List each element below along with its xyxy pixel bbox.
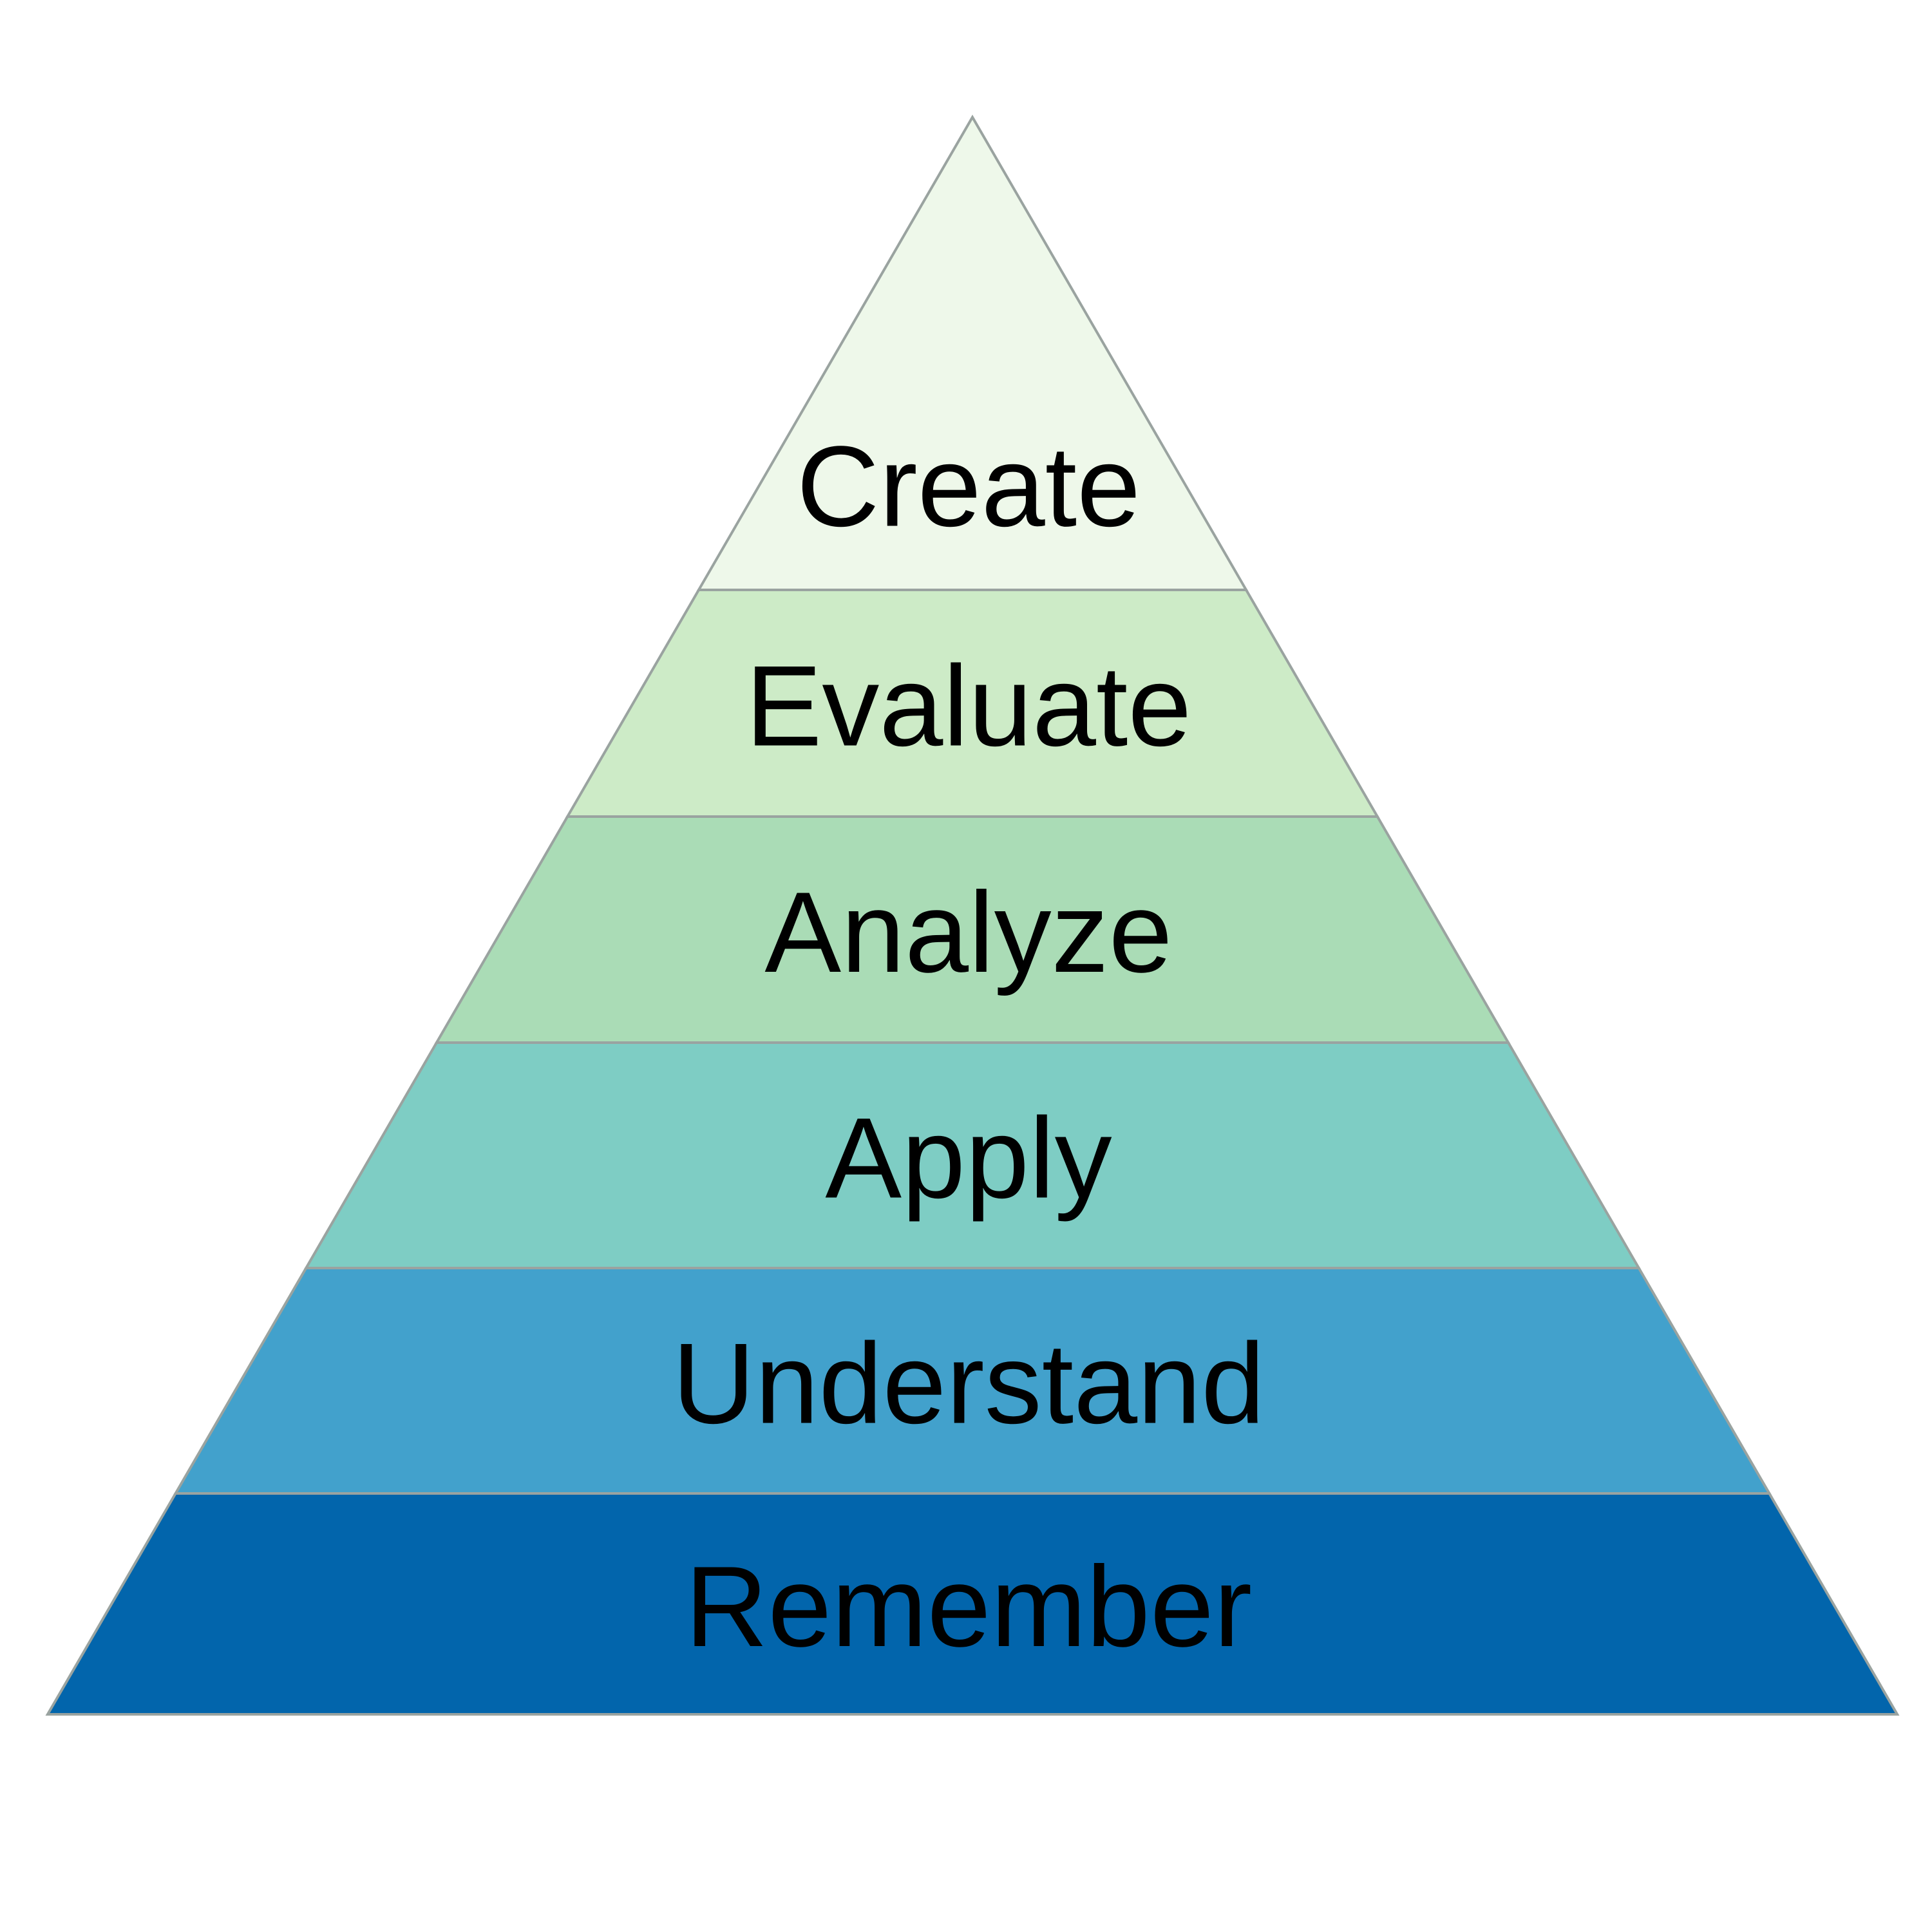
pyramid-tiers: [45, 115, 1900, 1716]
tier-label-create: Create: [797, 422, 1141, 551]
tier-remember: [45, 1492, 1900, 1716]
pyramid-labels: CreateEvaluateAnalyzeApplyUnderstandReme…: [672, 422, 1265, 1671]
tier-label-remember: Remember: [685, 1542, 1252, 1671]
tier-label-apply: Apply: [825, 1094, 1112, 1222]
tier-label-evaluate: Evaluate: [746, 642, 1192, 770]
tier-label-understand: Understand: [672, 1320, 1265, 1448]
tier-label-analyze: Analyze: [764, 868, 1172, 996]
